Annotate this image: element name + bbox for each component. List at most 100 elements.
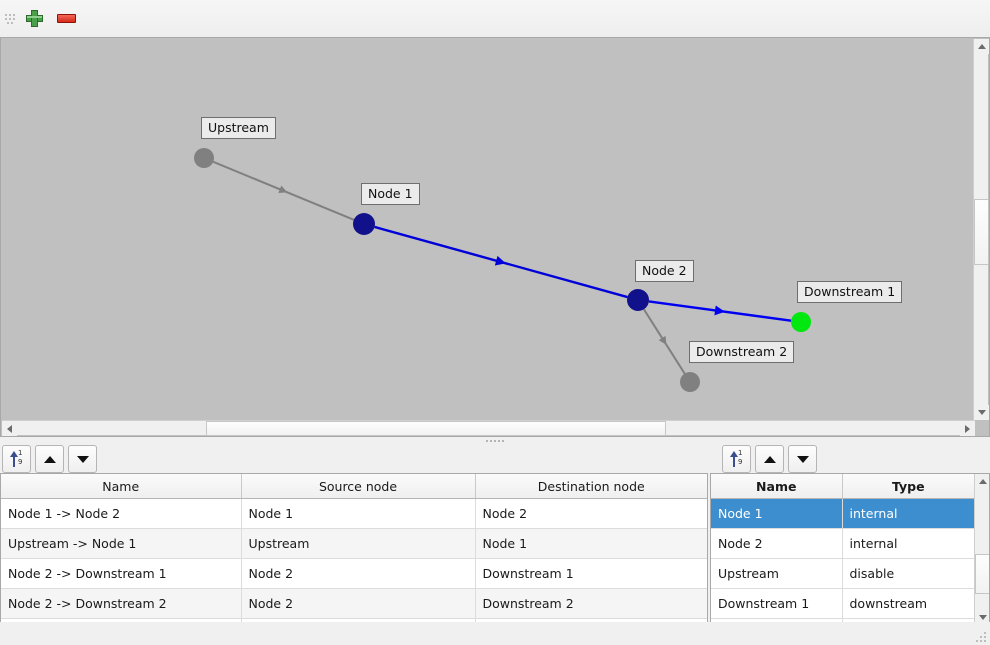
edges-move-up-button[interactable] [35,445,64,473]
edges-column-header[interactable]: Name [1,474,242,499]
table-cell [475,618,707,625]
edges-column-header[interactable]: Destination node [475,474,707,499]
table-cell: Node 2 -> Downstream 2 [1,588,242,619]
table-cell: Downstream 1 [711,588,843,619]
scroll-up-button[interactable] [975,474,989,489]
graph-edges-layer [194,148,811,392]
canvas-vertical-scroll-thumb[interactable] [974,199,989,265]
nodes-column-header[interactable]: Name [711,474,843,499]
table-cell: Node 1 [711,498,843,529]
table-cell: downstream [842,588,974,619]
edge-arrowhead-node2-downstream2 [658,335,667,345]
table-cell: Node 2 -> Downstream 1 [1,558,242,589]
edges-table-empty-row [1,618,707,625]
table-cell: Node 2 [711,528,843,559]
table-cell: internal [842,528,974,559]
graph-node-node1[interactable] [353,213,375,235]
add-button[interactable] [19,4,49,34]
nodes-move-down-button[interactable] [788,445,817,473]
canvas-horizontal-scrollbar[interactable] [2,420,975,436]
graph-node-node2[interactable] [627,289,649,311]
nodes-column-header[interactable]: Type [842,474,974,499]
table-cell [711,618,843,625]
horizontal-splitter[interactable] [0,437,990,445]
graph-node-downstream1[interactable] [791,312,811,332]
chevron-right-icon [965,424,970,433]
triangle-down-icon [796,455,809,463]
triangle-up-icon [43,455,56,463]
canvas-vertical-scrollbar[interactable] [973,39,989,420]
graph-node-label-downstream1[interactable]: Downstream 1 [797,281,903,303]
nodes-table-empty-row [711,618,974,625]
table-cell: Node 1 [241,498,476,529]
scroll-left-button[interactable] [2,421,17,436]
graph-node-label-downstream2[interactable]: Downstream 2 [689,341,795,363]
chevron-up-icon [977,44,986,49]
status-bar [0,622,990,645]
edge-arrowhead-upstream-node1 [278,185,288,193]
table-cell: Node 1 [475,528,707,559]
scroll-down-button[interactable] [974,405,989,420]
graph-node-label-node2[interactable]: Node 2 [635,260,694,282]
nodes-table-scrollbar[interactable] [974,474,989,625]
edge-arrowhead-node2-downstream1 [714,305,725,316]
scroll-up-button[interactable] [974,39,989,54]
table-cell: Upstream [711,558,843,589]
resize-grip[interactable] [976,632,987,643]
graph-node-label-node1[interactable]: Node 1 [361,183,420,205]
graph-node-upstream[interactable] [194,148,214,168]
chevron-up-icon [978,479,987,484]
table-cell: Downstream 2 [475,588,707,619]
main-toolbar [0,0,990,38]
canvas-horizontal-scroll-thumb[interactable] [206,421,666,436]
table-cell [1,618,242,625]
toolbar-drag-handle[interactable] [4,8,15,30]
remove-button[interactable] [51,4,81,34]
table-cell: Upstream -> Node 1 [1,528,242,559]
edges-column-header[interactable]: Source node [241,474,476,499]
table-cell: Node 2 [241,558,476,589]
triangle-up-icon [763,455,776,463]
chevron-down-icon [977,410,986,415]
table-cell: Downstream 1 [475,558,707,589]
nodes-table-scroll-thumb[interactable] [975,554,989,594]
table-cell [842,618,974,625]
scroll-down-button[interactable] [975,610,989,625]
graph-node-label-upstream[interactable]: Upstream [201,117,276,139]
graph-node-downstream2[interactable] [680,372,700,392]
edge-arrowhead-node1-node2 [494,255,506,266]
table-cell: Upstream [241,528,476,559]
chevron-down-icon [978,615,987,620]
chevron-left-icon [7,424,12,433]
scroll-right-button[interactable] [960,421,975,436]
nodes-move-up-button[interactable] [755,445,784,473]
table-cell: internal [842,498,974,529]
table-cell: Node 2 [241,588,476,619]
table-cell [241,618,476,625]
table-cell: Node 2 [475,498,707,529]
triangle-down-icon [76,455,89,463]
edges-move-down-button[interactable] [68,445,97,473]
plus-icon [25,10,43,27]
